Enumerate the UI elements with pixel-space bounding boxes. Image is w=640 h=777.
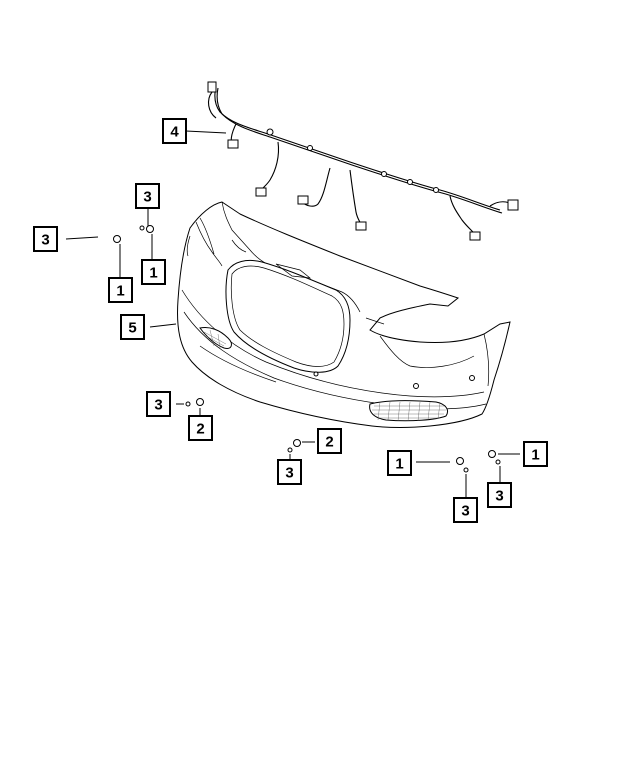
nut-fastener [113,235,121,243]
harness-connector [469,231,481,241]
callout-label: 1 [116,283,124,300]
callout-3: 3 [277,459,302,485]
callout-3: 3 [146,391,171,417]
callout-3: 3 [453,497,478,523]
nut-fastener [146,225,154,233]
callout-1: 1 [141,259,166,285]
callout-2: 2 [188,415,213,441]
park-sensor-hole [313,371,319,377]
lower-grille-left [199,327,232,349]
callout-3: 3 [487,482,512,508]
screw-fastener [463,467,469,473]
callout-3: 3 [33,226,58,252]
park-sensor-hole [469,375,475,381]
harness-connector [207,81,217,93]
callout-label: 5 [128,320,136,337]
callout-label: 1 [531,447,539,464]
harness-clip [266,128,274,136]
screw-fastener [495,459,501,465]
callout-label: 3 [495,488,503,505]
fasteners [113,225,501,473]
wiring-harness [207,81,519,241]
callout-label: 1 [149,265,157,282]
grille-opening [225,259,351,373]
callout-label: 1 [395,456,403,473]
screw-fastener [139,225,145,231]
callout-label: 3 [154,397,162,414]
callout-4: 4 [162,118,187,144]
callout-label: 3 [461,503,469,520]
callout-2: 2 [317,428,342,454]
callout-1: 1 [108,277,133,303]
harness-clip [433,187,439,193]
screw-fastener [185,401,191,407]
callout-1: 1 [523,441,548,467]
harness-connector [297,195,309,205]
callout-5: 5 [120,314,145,340]
callout-label: 3 [41,232,49,249]
nut-fastener [488,450,496,458]
harness-clip [307,145,313,151]
callout-label: 4 [170,124,179,141]
screw-fastener [287,447,293,453]
callout-3: 3 [135,183,160,209]
harness-connector [227,139,239,149]
lower-grille-right [369,400,449,422]
callout-label: 3 [285,465,293,482]
nut-fastener [293,439,301,447]
front-bumper-fascia [177,201,511,428]
harness-connector [507,199,519,211]
callout-label: 2 [325,434,333,451]
callout-label: 2 [196,421,204,438]
callout-label: 3 [143,189,151,206]
nut-fastener [456,457,464,465]
leader-lines [65,130,520,498]
harness-clip [407,179,413,185]
harness-connector [255,187,267,197]
nut-fastener [196,398,204,406]
callout-1: 1 [387,450,412,476]
emblem-mount [275,263,312,279]
harness-clip [381,171,387,177]
park-sensor-hole [413,383,419,389]
harness-connector [355,221,367,231]
